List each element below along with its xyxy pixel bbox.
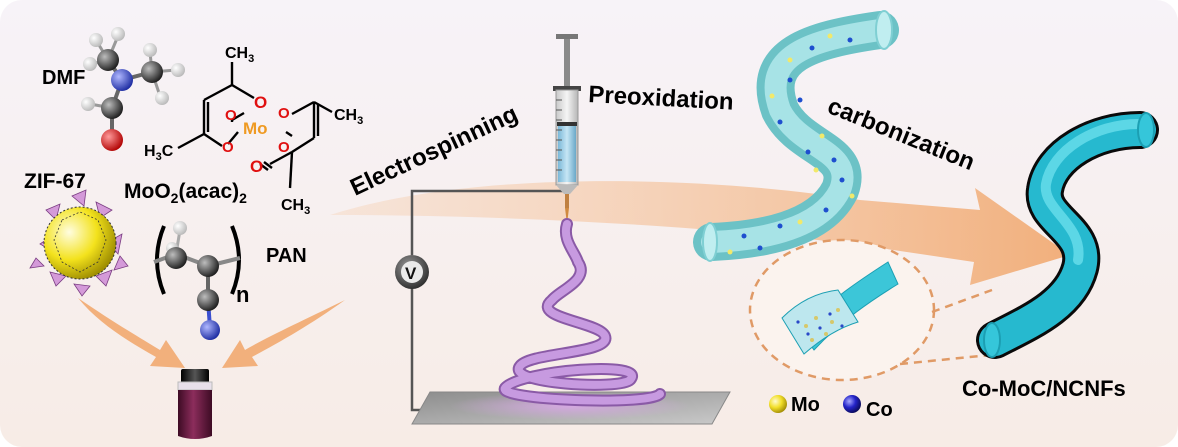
zif67-label: ZIF-67 [24,170,86,193]
arrow-to-vial-left [78,298,185,368]
magnified-tube-icon [781,261,899,355]
legend-mo-label: Mo [791,394,820,416]
moo2acac2-label: MoO2(acac)2 [124,180,247,206]
fiber-spiral-icon [498,218,666,407]
product-label: Co-MoC/NCNFs [962,376,1126,401]
o-bottom: O [250,157,263,176]
mo-center-label: Mo [243,119,268,138]
dmf-molecule-icon [81,27,185,151]
o-top: O [254,93,267,112]
fiber-pre-icon [693,10,899,262]
dmf-label: DMF [42,67,85,89]
process-arrow [330,181,1070,285]
legend: Mo Co [769,394,893,421]
o-lower-right: O [278,139,290,156]
voltmeter-label: V [405,264,417,283]
legend-co-label: Co [866,399,893,421]
moo2acac2-structure-icon [177,62,333,189]
arrow-to-vial-right [222,300,345,368]
syringe-icon [553,34,581,224]
vial-icon [177,369,213,439]
fiber-final-icon [976,111,1159,359]
voltmeter-icon [395,255,429,289]
pan-monomer-icon [153,221,241,340]
o-right-top: O [278,105,290,122]
h3c-left: H3C [144,143,174,163]
pan-n-subscript: n [236,282,249,307]
o-upper-mid: O [225,107,237,124]
ch3-right: CH3 [334,107,363,127]
zif67-crystal-icon [29,189,129,297]
ch3-bottom: CH3 [281,197,310,217]
o-lower-left: O [222,139,234,156]
co-dot-icon [843,395,861,413]
ch3-top: CH3 [225,45,254,65]
mo-dot-icon [769,395,787,413]
pan-label: PAN [266,245,307,267]
